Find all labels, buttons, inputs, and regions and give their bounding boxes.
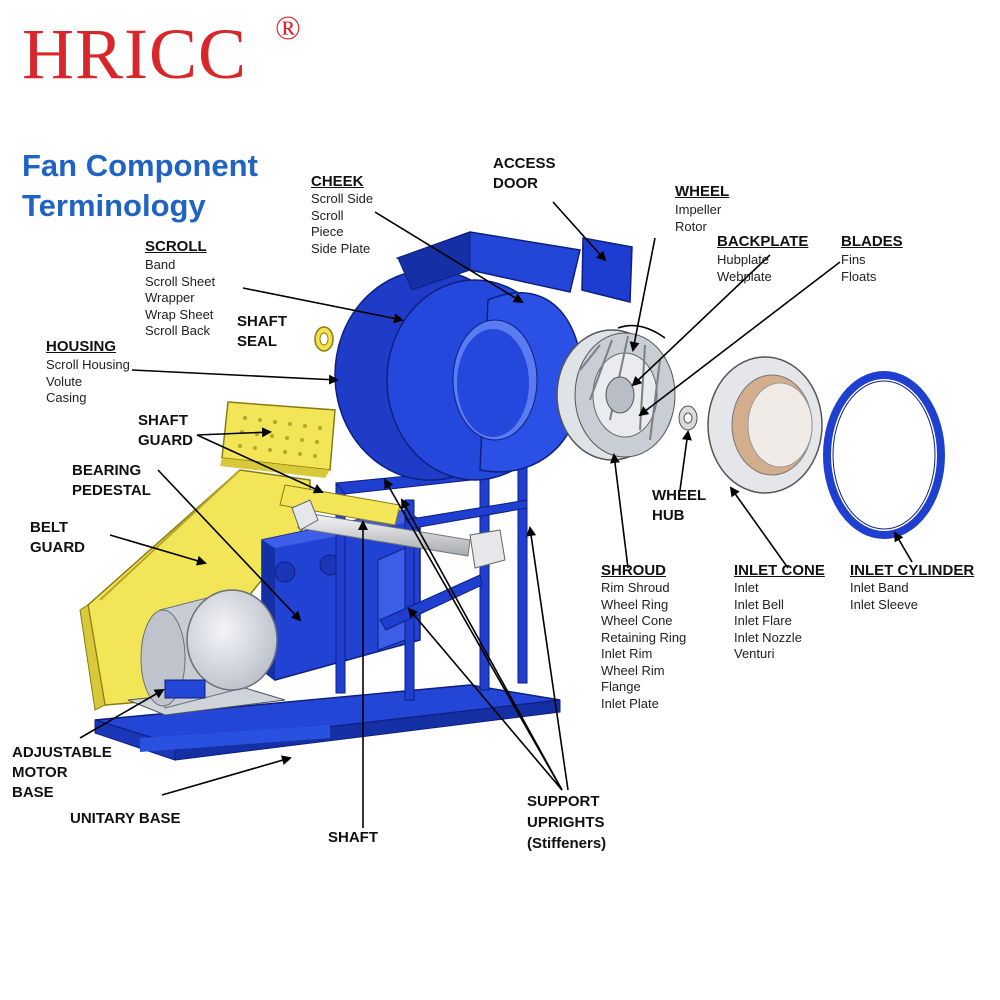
label-shaft-guard-line2: GUARD <box>138 432 193 449</box>
shroud-item: Rim Shroud <box>601 580 670 595</box>
scroll-housing <box>334 231 583 481</box>
housing-item: Volute <box>46 373 83 389</box>
shroud-item: Wheel Cone <box>601 613 673 628</box>
scroll-item: Wrap Sheet <box>145 306 214 322</box>
shroud-item: Wheel Ring <box>601 596 669 612</box>
label-inlet-cylinder-title: INLET CYLINDER <box>850 562 975 579</box>
label-shaft-seal-line2: SEAL <box>237 333 278 350</box>
label-support-uprights-line2: UPRIGHTS <box>527 814 605 831</box>
label-support-uprights-line3: (Stiffeners) <box>527 835 607 852</box>
shaft-guard-part <box>220 401 401 526</box>
inlet-cone-item: Inlet Nozzle <box>734 629 802 645</box>
scroll-item: Band <box>145 257 176 272</box>
label-adjustable-motor-base-line2: MOTOR <box>12 764 68 781</box>
inlet-cone-item: Inlet Bell <box>734 596 784 612</box>
label-shroud-items: Rim Shroud Wheel Ring Wheel Cone Retaini… <box>601 580 686 712</box>
wheel-item: Impeller <box>675 202 722 217</box>
label-cheek-items: Scroll Side Scroll Piece Side Plate <box>311 191 373 257</box>
cheek-item: Piece <box>311 224 344 239</box>
label-support-uprights-line1: SUPPORT <box>527 793 600 810</box>
wheel-part <box>556 329 676 461</box>
label-belt-guard-line1: BELT <box>30 519 69 536</box>
inlet-cylinder-item: Inlet Sleeve <box>850 596 918 612</box>
label-scroll-title: SCROLL <box>145 238 207 255</box>
label-blades-items: Fins Floats <box>841 252 876 285</box>
label-bearing-pedestal-line1: BEARING <box>72 462 142 479</box>
diagram-title-line2: Terminology <box>22 188 206 223</box>
unitary-base <box>94 684 561 761</box>
inlet-cylinder-part <box>823 371 945 539</box>
label-wheel-title: WHEEL <box>675 183 730 200</box>
housing-item: Scroll Housing <box>46 357 130 372</box>
inlet-cone-part <box>707 356 823 494</box>
label-shroud-title: SHROUD <box>601 562 667 579</box>
brand-logo: HRICC <box>22 14 248 94</box>
label-inlet-cone-title: INLET CONE <box>734 562 825 579</box>
label-wheel-items: Impeller Rotor <box>675 202 721 235</box>
scroll-item: Wrapper <box>145 290 195 305</box>
blades-item: Fins <box>841 252 866 267</box>
shroud-item: Inlet Plate <box>601 695 659 711</box>
label-adjustable-motor-base-line1: ADJUSTABLE <box>12 744 112 761</box>
label-wheel-hub-line2: HUB <box>652 507 685 524</box>
label-access-door-line2: DOOR <box>493 175 538 192</box>
label-backplate-items: Hubplate Webplate <box>717 252 772 285</box>
shaft-seal-part <box>314 326 334 352</box>
diagram-title-line1: Fan Component <box>22 148 258 183</box>
label-inlet-cone-items: Inlet Inlet Bell Inlet Flare Inlet Nozzl… <box>734 580 802 663</box>
label-unitary-base: UNITARY BASE <box>70 810 181 827</box>
label-housing-title: HOUSING <box>46 338 117 355</box>
label-bearing-pedestal-line2: PEDESTAL <box>72 482 151 499</box>
label-access-door-line1: ACCESS <box>493 155 556 172</box>
access-door-part <box>581 237 633 303</box>
wheel-item: Rotor <box>675 218 707 234</box>
label-housing-items: Scroll Housing Volute Casing <box>46 357 130 407</box>
label-backplate-title: BACKPLATE <box>717 233 809 250</box>
shroud-item: Wheel Rim <box>601 662 665 678</box>
label-blades-title: BLADES <box>841 233 903 250</box>
backplate-item: Hubplate <box>717 252 770 267</box>
shroud-item: Flange <box>601 679 641 694</box>
label-shaft: SHAFT <box>328 829 378 846</box>
label-cheek-title: CHEEK <box>311 173 364 190</box>
label-wheel-hub-line1: WHEEL <box>652 487 707 504</box>
leader-lines <box>79 201 913 828</box>
inlet-cone-item: Venturi <box>734 646 775 661</box>
cheek-item: Side Plate <box>311 240 371 256</box>
label-inlet-cylinder-items: Inlet Band Inlet Sleeve <box>850 580 918 613</box>
label-adjustable-motor-base-line3: BASE <box>12 784 54 801</box>
inlet-cylinder-item: Inlet Band <box>850 580 909 595</box>
cheek-item: Scroll Side <box>311 191 374 206</box>
shroud-item: Inlet Rim <box>601 646 653 661</box>
wheel-bracket <box>617 324 666 339</box>
label-belt-guard-line2: GUARD <box>30 539 85 556</box>
label-shaft-seal-line1: SHAFT <box>237 313 287 330</box>
inlet-cone-item: Inlet <box>734 580 759 595</box>
inlet-cone-item: Inlet Flare <box>734 613 792 628</box>
blades-item: Floats <box>841 268 877 284</box>
label-scroll-items: Band Scroll Sheet Wrapper Wrap Sheet Scr… <box>145 257 215 340</box>
shroud-item: Retaining Ring <box>601 629 687 645</box>
scroll-item: Scroll Sheet <box>145 273 216 289</box>
cheek-item: Scroll <box>311 207 344 223</box>
housing-item: Casing <box>46 390 87 405</box>
wheel-hub-part <box>678 405 698 431</box>
scroll-item: Scroll Back <box>145 323 211 338</box>
backplate-item: Webplate <box>717 268 772 284</box>
registered-mark: ® <box>275 10 301 47</box>
motor <box>140 589 278 709</box>
label-shaft-guard-line1: SHAFT <box>138 412 188 429</box>
